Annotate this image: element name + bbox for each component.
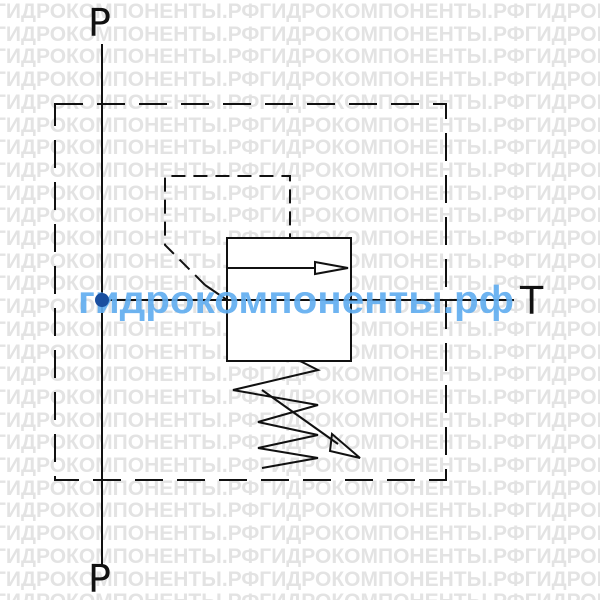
watermark-row: ГИДРОКОМПОНЕНТЫ.РФГИДРОКОМПОНЕНТЫ.РФГИДР…: [0, 385, 600, 408]
watermark-row: ГИДРОКОМПОНЕНТЫ.РФГИДРОКОМПОНЕНТЫ.РФГИДР…: [0, 90, 600, 113]
pilot-line: [164, 175, 291, 286]
spring-adjust-arrow: [328, 432, 361, 459]
spring-zigzag: [232, 360, 321, 469]
watermark-row: ГИДРОКОМПОНЕНТЫ.РФГИДРОКОМПОНЕНТЫ.РФГИДР…: [0, 567, 600, 590]
watermark-row: ГИДРОКОМПОНЕНТЫ.РФГИДРОКОМПОНЕНТЫ.РФГИДР…: [0, 454, 600, 476]
watermark-row: ГИДРОКОМПОНЕНТЫ.РФГИДРОКОМПОНЕНТЫ.РФГИДР…: [0, 476, 600, 499]
watermark-row: ГИДРОКОМПОНЕНТЫ.РФГИДРОКОМПОНЕНТЫ.РФГИДР…: [0, 522, 600, 545]
watermark-row: ГИДРОКОМПОНЕНТЫ.РФГИДРОКОМПОНЕНТЫ.РФГИДР…: [0, 0, 600, 22]
pilot-connector: [204, 284, 228, 301]
watermark-row: ГИДРОКОМПОНЕНТЫ.РФГИДРОКОМПОНЕНТЫ.РФГИДР…: [0, 68, 600, 91]
flow-arrow-head: [314, 260, 349, 276]
watermark-row: ГИДРОКОМПОНЕНТЫ.РФГИДРОКОМПОНЕНТЫ.РФГИДР…: [0, 136, 600, 159]
watermark-row: ГИДРОКОМПОНЕНТЫ.РФГИДРОКОМПОНЕНТЫ.РФГИДР…: [0, 45, 600, 68]
watermark-row: ГИДРОКОМПОНЕНТЫ.РФГИДРОКОМПОНЕНТЫ.РФГИДР…: [0, 408, 600, 431]
spring-adjust-line: [261, 389, 339, 445]
port-label-bottom-p: P: [88, 557, 111, 600]
watermark-row: ГИДРОКОМПОНЕНТЫ.РФГИДРОКОМПОНЕНТЫ.РФГИДР…: [0, 499, 600, 522]
watermark-row: ГИДРОКОМПОНЕНТЫ.РФГИДРОКОМПОНЕНТЫ.РФГИДР…: [0, 181, 600, 204]
watermark-row: ГИДРОКОМПОНЕНТЫ.РФГИДРОКОМПОНЕНТЫ.РФГИДР…: [0, 544, 600, 567]
watermark-row: ГИДРОКОМПОНЕНТЫ.РФГИДРОКОМПОНЕНТЫ.РФГИДР…: [0, 22, 600, 45]
overlay-watermark: гидрокомпоненты.рф: [78, 279, 514, 322]
watermark-row: ГИДРОКОМПОНЕНТЫ.РФГИДРОКОМПОНЕНТЫ.РФГИДР…: [0, 158, 600, 181]
watermark-row: ГИДРОКОМПОНЕНТЫ.РФГИДРОКОМПОНЕНТЫ.РФГИДР…: [0, 431, 600, 454]
watermark-row: ГИДРОКОМПОНЕНТЫ.РФГИДРОКОМПОНЕНТЫ.РФГИДР…: [0, 204, 600, 227]
watermark-row: ГИДРОКОМПОНЕНТЫ.РФГИДРОКОМПОНЕНТЫ.РФГИДР…: [0, 113, 600, 136]
port-label-t: T: [519, 279, 544, 323]
junction-dot: [95, 293, 109, 307]
dashed-enclosure: [54, 103, 447, 481]
watermark-row: ГИДРОКОМПОНЕНТЫ.РФГИДРОКОМПОНЕНТЫ.РФГИДР…: [0, 590, 600, 600]
port-label-top-p: P: [88, 1, 111, 45]
